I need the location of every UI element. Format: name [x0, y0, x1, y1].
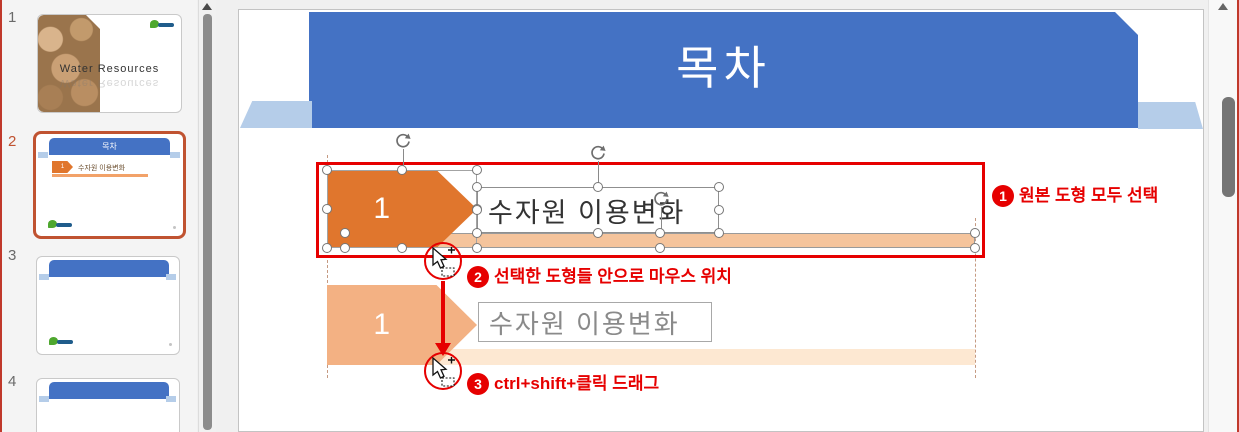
slide-thumbnail-1[interactable]: Water Resources Water Resources: [37, 14, 182, 113]
slide-number-3: 3: [8, 247, 17, 264]
mini-accent-right: [166, 396, 176, 402]
mini-item-text: 수자원 이용변화: [78, 165, 126, 172]
mini-accent-right: [170, 152, 180, 158]
window-left-border: [0, 0, 2, 432]
scroll-up-arrow-icon[interactable]: [202, 3, 212, 10]
logo-wordmark: [56, 223, 72, 227]
mini-title-bar: [49, 382, 169, 399]
slide-number-4: 4: [8, 373, 17, 390]
mini-title-bar: [49, 260, 169, 277]
mini-pentagon: 1: [52, 161, 73, 173]
photo-fold-corner: [86, 15, 100, 29]
leaf-icon: [48, 220, 57, 228]
mini-title-bar: 목차: [49, 138, 170, 155]
kwater-logo: [150, 20, 176, 29]
date-placeholder-dot: [169, 343, 172, 346]
kwater-logo: [49, 337, 75, 346]
slide-thumbnail-3[interactable]: [36, 256, 180, 355]
mini-accent-left: [39, 274, 49, 280]
leaf-icon: [150, 20, 159, 28]
slide-number-2: 2: [8, 133, 17, 150]
date-placeholder-dot: [173, 226, 176, 229]
mini-underline-bar: [52, 174, 148, 177]
mini-accent-right: [166, 274, 176, 280]
window-right-border: [1237, 0, 1239, 432]
logo-wordmark: [57, 340, 73, 344]
main-scrollbar-track[interactable]: [1208, 0, 1237, 432]
slide1-title: Water Resources: [59, 63, 160, 75]
slide-number-1: 1: [8, 9, 17, 26]
slide-thumbnail-panel: 1 Water Resources Water Resources 2 목차 1…: [2, 0, 197, 432]
sidebar-scrollbar-thumb[interactable]: [203, 14, 212, 430]
slide-thumbnail-2-selected[interactable]: 목차 1 수자원 이용변화: [33, 131, 186, 239]
mini-accent-left: [38, 152, 48, 158]
water-photo: [38, 15, 100, 112]
main-scrollbar-thumb[interactable]: [1222, 97, 1235, 197]
logo-wordmark: [158, 23, 174, 27]
kwater-logo: [48, 220, 74, 229]
scroll-up-arrow-icon[interactable]: [1218, 3, 1228, 10]
slide1-title-reflection: Water Resources: [59, 77, 160, 89]
leaf-icon: [49, 337, 58, 345]
slide-thumbnail-4[interactable]: [36, 378, 180, 432]
mini-accent-left: [39, 396, 49, 402]
slide-editing-canvas[interactable]: [238, 9, 1204, 432]
